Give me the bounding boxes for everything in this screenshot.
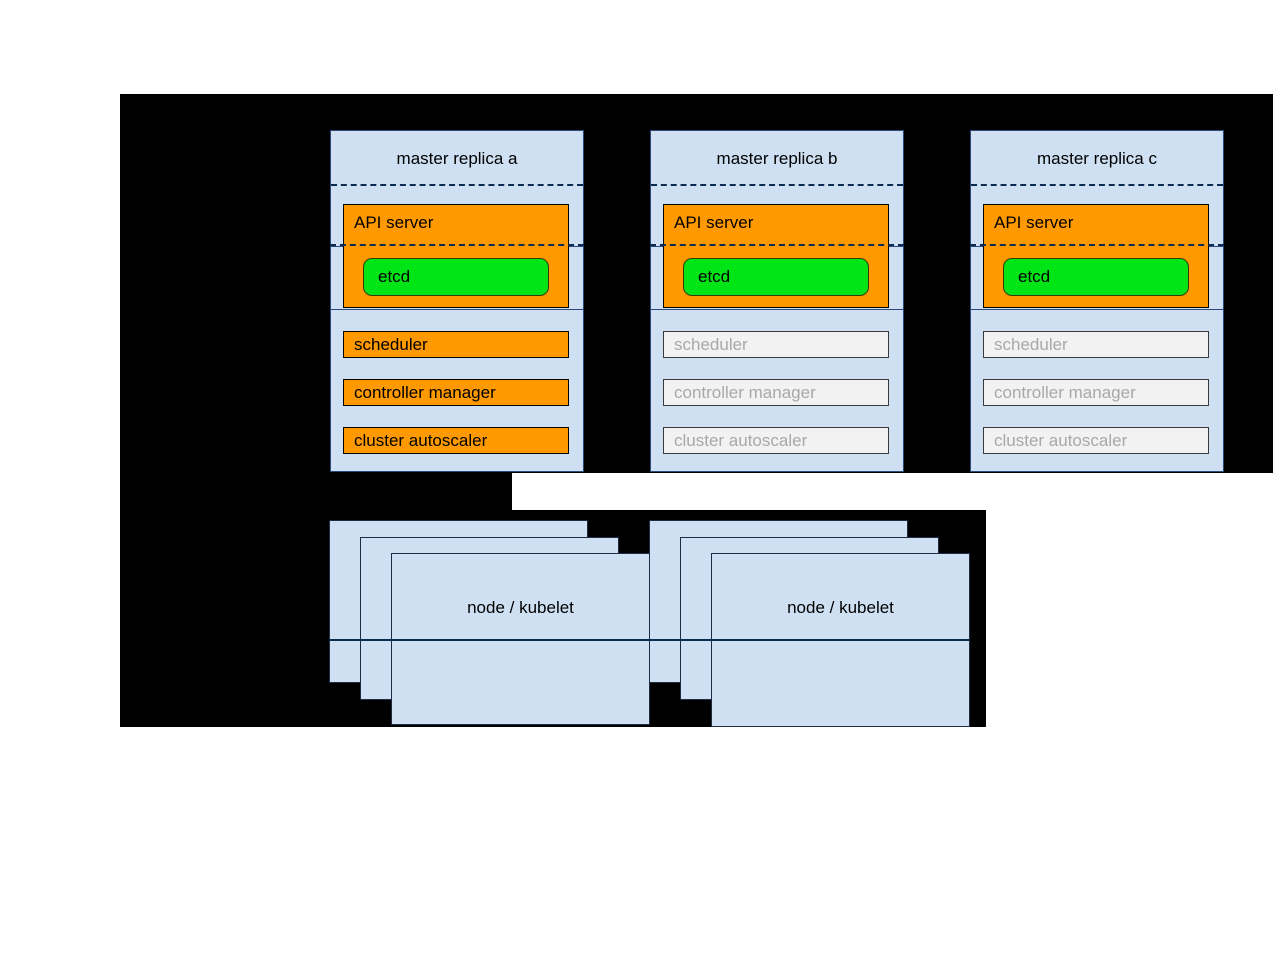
master-replica-b-scheduler[interactable]: scheduler [663, 331, 889, 358]
master-replica-a-etcd-line-bottom [331, 309, 583, 310]
master-replica-a-divider-top [331, 184, 583, 186]
node-stack-1-separator [329, 639, 650, 641]
master-replica-a-etcd[interactable]: etcd [363, 258, 549, 296]
master-replica-c-scheduler[interactable]: scheduler [983, 331, 1209, 358]
master-replica-b-controller-manager[interactable]: controller manager [663, 379, 889, 406]
master-replica-c-etcd-line-bottom [971, 309, 1223, 310]
master-replica-c-scheduler-label: scheduler [994, 334, 1068, 354]
master-replica-a-controller-manager[interactable]: controller manager [343, 379, 569, 406]
master-replica-a-scheduler[interactable]: scheduler [343, 331, 569, 358]
node-stack-2-separator [649, 639, 970, 641]
master-replica-a-title: master replica a [396, 149, 518, 168]
master-replica-b-etcd[interactable]: etcd [683, 258, 869, 296]
master-replica-c-apiserver-label: API server [994, 213, 1074, 232]
master-replica-b-apiserver-label: API server [674, 213, 754, 232]
node-stack-2-label: node / kubelet [787, 598, 894, 617]
master-replica-c-etcd[interactable]: etcd [1003, 258, 1189, 296]
master-replica-a-divider-apiserver [330, 244, 584, 246]
master-replica-a-etcd-label: etcd [378, 267, 411, 286]
node-stack-1-label: node / kubelet [467, 598, 574, 617]
master-replica-c-divider-apiserver [970, 244, 1224, 246]
master-replica-c-controller-manager[interactable]: controller manager [983, 379, 1209, 406]
master-replica-a-cluster-autoscaler[interactable]: cluster autoscaler [343, 427, 569, 454]
master-replica-b-controller-manager-label: controller manager [674, 382, 816, 402]
master-replica-a-apiserver-label: API server [354, 213, 434, 232]
master-replica-c-cluster-autoscaler[interactable]: cluster autoscaler [983, 427, 1209, 454]
master-replica-b-divider-top [651, 184, 903, 186]
master-replica-a-cluster-autoscaler-label: cluster autoscaler [354, 430, 488, 450]
backdrop-left-notch [120, 473, 512, 510]
master-replica-b-divider-apiserver [650, 244, 904, 246]
master-replica-c-cluster-autoscaler-label: cluster autoscaler [994, 430, 1128, 450]
master-replica-b-title: master replica b [716, 149, 838, 168]
master-replica-b-cluster-autoscaler-label: cluster autoscaler [674, 430, 808, 450]
master-replica-b-etcd-label: etcd [698, 267, 731, 286]
master-replica-b-scheduler-label: scheduler [674, 334, 748, 354]
master-replica-b-etcd-line-bottom [651, 309, 903, 310]
master-replica-b-cluster-autoscaler[interactable]: cluster autoscaler [663, 427, 889, 454]
master-replica-a-controller-manager-label: controller manager [354, 382, 496, 402]
master-replica-c-divider-top [971, 184, 1223, 186]
master-replica-a-scheduler-label: scheduler [354, 334, 428, 354]
master-replica-c-controller-manager-label: controller manager [994, 382, 1136, 402]
master-replica-c-etcd-label: etcd [1018, 267, 1051, 286]
master-replica-c-title: master replica c [1037, 149, 1157, 168]
